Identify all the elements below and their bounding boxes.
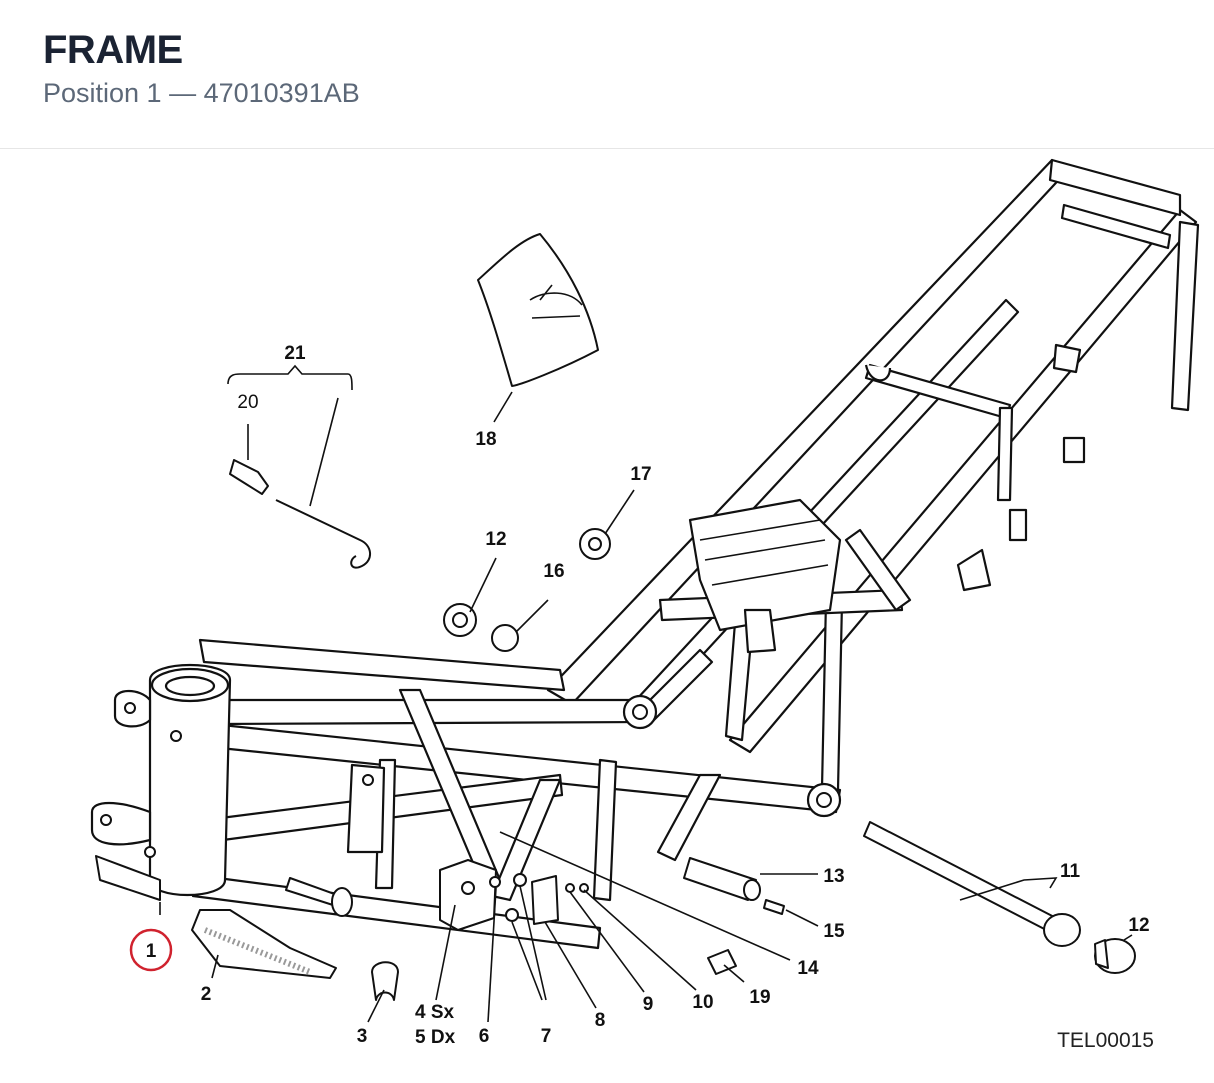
frame-drawing <box>90 158 1200 950</box>
callout-2: 2 <box>201 984 212 1005</box>
callout-10: 10 <box>692 992 713 1013</box>
part-3-clamp <box>371 961 399 1001</box>
drawing-code: TEL00015 <box>1057 1029 1154 1052</box>
part-10-washer <box>579 883 589 893</box>
part-2-skid-plate <box>191 909 337 979</box>
part-8-plate <box>531 875 559 925</box>
callout-9: 9 <box>643 994 654 1015</box>
callout-6: 6 <box>479 1026 490 1047</box>
callout-4: 4 Sx <box>415 1002 455 1023</box>
part-16-spacer <box>491 624 519 652</box>
callout-3: 3 <box>357 1026 368 1047</box>
callout-5: 5 Dx <box>415 1027 456 1048</box>
part-20-clip <box>229 459 269 495</box>
callout-12-lower: 12 <box>1128 915 1149 936</box>
callout-20: 20 <box>237 392 258 413</box>
part-13-spacer <box>683 857 757 901</box>
callout-16: 16 <box>543 561 564 582</box>
part-1-plate <box>95 855 161 901</box>
callout-14: 14 <box>797 958 819 979</box>
page-header: FRAME Position 1 — 47010391AB <box>0 0 1214 149</box>
leader-lines <box>159 391 1133 1023</box>
page-title: FRAME <box>43 28 183 72</box>
frame-exploded-diagram: 1 2 3 4 Sx 5 Dx 6 7 8 9 10 11 12 12 13 1… <box>90 158 1200 1052</box>
part-11-axle <box>863 821 1061 935</box>
callout-12-upper: 12 <box>485 529 506 550</box>
part-9-screw <box>565 883 575 893</box>
callout-18: 18 <box>475 429 496 450</box>
callout-19: 19 <box>749 987 770 1008</box>
callout-1: 1 <box>146 941 157 962</box>
part-7-nut-b <box>513 873 527 887</box>
callout-15: 15 <box>823 921 845 942</box>
callout-11: 11 <box>1060 861 1081 882</box>
callout-17: 17 <box>630 464 651 485</box>
part-6-nut <box>489 876 501 888</box>
part-18-rubber-cover <box>477 233 599 387</box>
callout-13: 13 <box>823 866 844 887</box>
part-7-nut-a <box>505 908 519 922</box>
callout-7: 7 <box>541 1026 552 1047</box>
part-15-screw <box>763 899 785 915</box>
part-21-rod <box>275 499 371 569</box>
page-subtitle: Position 1 — 47010391AB <box>43 78 360 108</box>
part-19-plug <box>707 949 737 975</box>
highlight-ring-callout-1 <box>129 928 173 972</box>
callout-21: 21 <box>284 343 306 364</box>
callout-8: 8 <box>595 1010 606 1031</box>
callout-21-bracket <box>227 364 353 391</box>
